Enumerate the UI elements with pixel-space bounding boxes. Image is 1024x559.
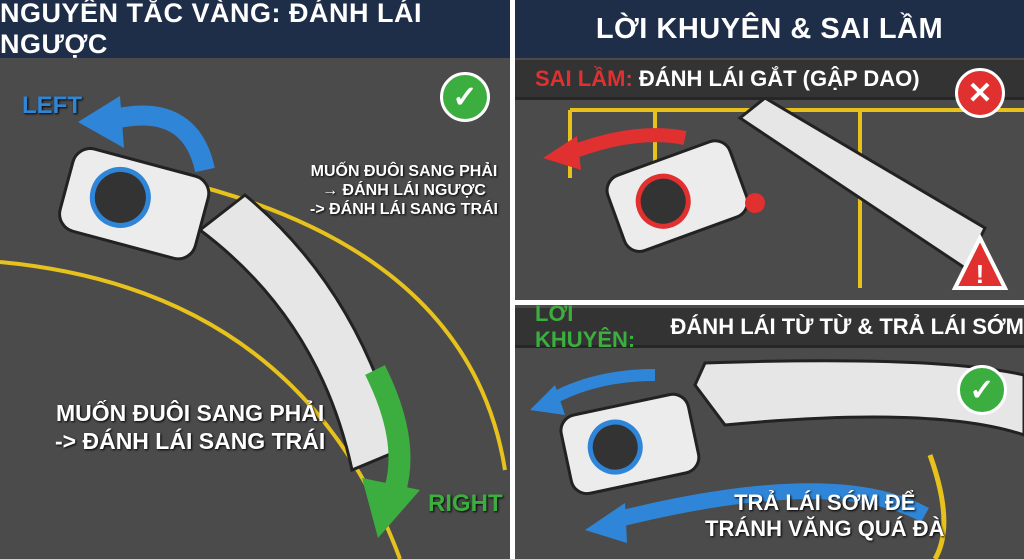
steering-wheel-icon	[635, 173, 691, 229]
right-panel: LỜI KHUYÊN & SAI LẦM ! SAI LẦM: ĐÁNH LÁI…	[515, 0, 1024, 559]
main-rule-text: MUỐN ĐUÔI SANG PHẢI -> ĐÁNH LÁI SANG TRÁ…	[55, 400, 325, 455]
svg-text:!: !	[976, 259, 985, 289]
check-icon: ✓	[957, 365, 1007, 415]
note-line: TRÁNH VĂNG QUÁ ĐÀ	[705, 516, 945, 542]
note-line: MUỐN ĐUÔI SANG PHẢI	[310, 163, 498, 180]
left-illustration	[0, 96, 507, 559]
mistake-illustration: !	[543, 96, 1024, 290]
trailer	[737, 96, 987, 271]
warning-icon	[951, 233, 1009, 290]
steering-note: MUỐN ĐUÔI SANG PHẢI → ĐÁNH LÁI NGƯỢC -> …	[310, 162, 498, 220]
left-arrow-icon	[567, 128, 687, 160]
advice-note: TRẢ LÁI SỚM ĐỂ TRÁNH VĂNG QUÁ ĐÀ	[705, 490, 945, 543]
mistake-section: ! SAI LẦM: ĐÁNH LÁI GẮT (GẬP DAO) ✕	[515, 58, 1024, 300]
advice-bar: LỜI KHUYÊN: ĐÁNH LÁI TỪ TỪ & TRẢ LÁI SỚM	[515, 305, 1024, 352]
mistake-text: ĐÁNH LÁI GẮT (GẬP DAO)	[632, 65, 920, 91]
note-line: → ĐÁNH LÁI NGƯỢC	[322, 182, 486, 200]
left-arrow-label: LEFT	[22, 92, 82, 119]
advice-text: ĐÁNH LÁI TỪ TỪ & TRẢ LÁI SỚM	[664, 313, 1024, 339]
return-arrow-icon	[613, 483, 929, 528]
note-line: TRẢ LÁI SỚM ĐỂ	[734, 490, 916, 515]
right-arrow-icon	[365, 365, 411, 494]
x-icon: ✕	[955, 68, 1005, 118]
left-title: NGUYÊN TẮC VÀNG: ĐÁNH LÁI NGƯỢC	[0, 0, 510, 59]
mistake-prefix: SAI LẦM:	[535, 65, 633, 91]
trailer	[693, 359, 1024, 437]
truck-cab	[58, 147, 211, 261]
collision-icon	[745, 193, 765, 213]
advice-section: LỜI KHUYÊN: ĐÁNH LÁI TỪ TỪ & TRẢ LÁI SỚM…	[515, 305, 1024, 559]
left-arrow-icon	[547, 369, 656, 406]
advice-illustration	[530, 359, 1024, 559]
truck-cab	[559, 392, 701, 496]
mistake-bar: SAI LẦM: ĐÁNH LÁI GẮT (GẬP DAO)	[515, 60, 1024, 100]
steering-wheel-icon	[587, 419, 643, 475]
truck-cab	[605, 139, 750, 253]
check-icon: ✓	[440, 72, 490, 122]
rule-line: MUỐN ĐUÔI SANG PHẢI	[55, 400, 325, 426]
rule-line: -> ĐÁNH LÁI SANG TRÁI	[55, 427, 326, 454]
right-arrow-label: RIGHT	[428, 490, 503, 517]
steering-wheel-icon	[89, 166, 151, 228]
note-line: -> ĐÁNH LÁI SANG TRÁI	[310, 201, 498, 219]
left-panel: NGUYÊN TẮC VÀNG: ĐÁNH LÁI NGƯỢC ✓ LEFT R…	[0, 0, 510, 559]
left-arrow-icon	[107, 105, 215, 173]
advice-prefix: LỜI KHUYÊN:	[535, 305, 636, 352]
right-title: LỜI KHUYÊN & SAI LẦM	[515, 0, 1024, 58]
